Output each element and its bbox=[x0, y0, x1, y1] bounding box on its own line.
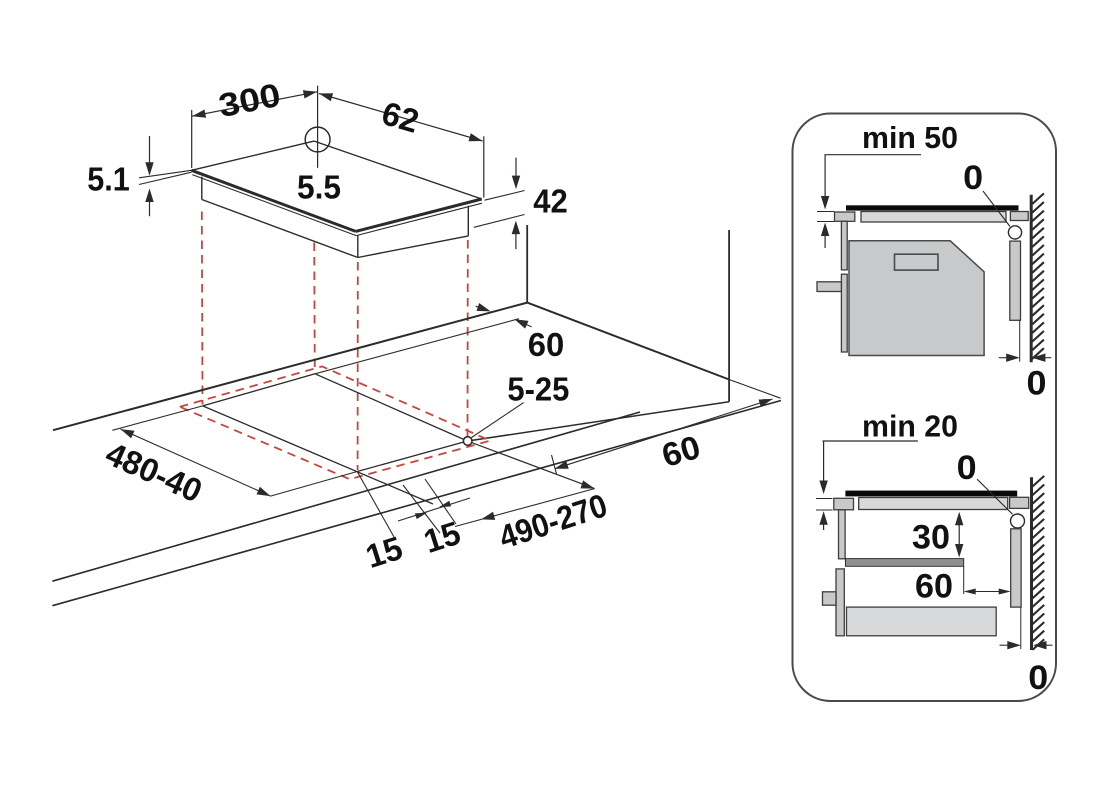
svg-text:42: 42 bbox=[533, 183, 568, 220]
svg-text:0: 0 bbox=[1027, 365, 1047, 403]
svg-text:min 50: min 50 bbox=[862, 120, 958, 155]
svg-text:5-25: 5-25 bbox=[507, 370, 569, 407]
svg-text:0: 0 bbox=[1028, 659, 1048, 697]
svg-text:60: 60 bbox=[915, 568, 953, 606]
svg-text:60: 60 bbox=[528, 326, 565, 363]
svg-text:5.1: 5.1 bbox=[87, 161, 130, 198]
svg-text:0: 0 bbox=[963, 159, 983, 197]
svg-text:30: 30 bbox=[912, 518, 950, 556]
svg-text:5.5: 5.5 bbox=[297, 169, 341, 206]
svg-text:0: 0 bbox=[957, 449, 977, 487]
svg-text:min 20: min 20 bbox=[862, 409, 958, 444]
